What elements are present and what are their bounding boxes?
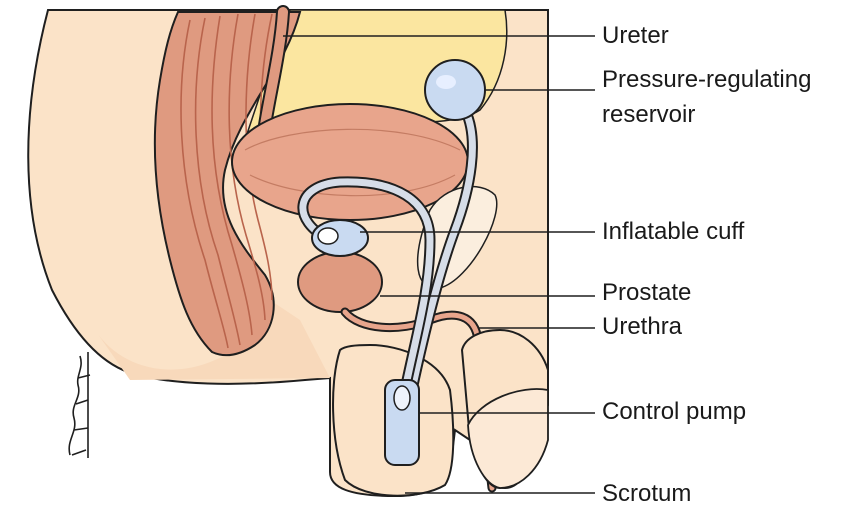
label-reservoir-line2: reservoir [602, 101, 696, 128]
rectum [153, 11, 302, 357]
prostate [297, 251, 383, 313]
label-reservoir-line1: Pressure-regulating [602, 66, 812, 93]
label-pump: Control pump [602, 398, 747, 425]
label-ureter: Ureter [602, 22, 669, 49]
glans [467, 388, 549, 489]
label-scrotum: Scrotum [602, 480, 692, 507]
pressure-regulating-reservoir [424, 59, 486, 121]
artist-signature [68, 352, 91, 458]
label-prostate: Prostate [602, 279, 692, 306]
bladder-shading [244, 128, 461, 151]
inflatable-cuff [311, 219, 369, 257]
control-pump [384, 379, 420, 466]
leader-lines [283, 35, 595, 494]
label-cuff: Inflatable cuff [602, 218, 745, 245]
label-urethra: Urethra [602, 313, 683, 340]
bladder [231, 103, 469, 221]
